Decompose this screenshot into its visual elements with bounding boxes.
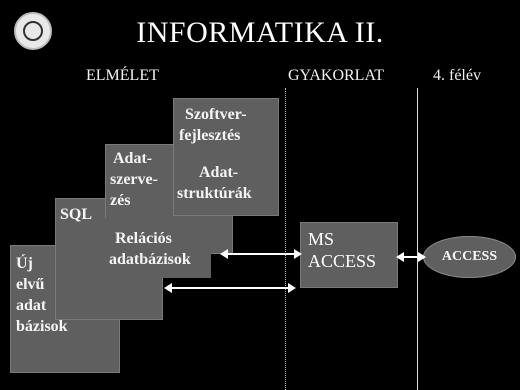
box-szoftverfejlesztes: Szoftver- fejlesztés Adat- struktúrák xyxy=(173,98,279,216)
box-uj-line-2: elvű xyxy=(16,276,45,293)
header-gyakorlat: GYAKORLAT xyxy=(288,67,384,84)
box-ms-line-2: ACCESS xyxy=(308,251,377,271)
box-adatszerv-line-2: szerve- xyxy=(110,171,158,188)
divider-solid xyxy=(417,88,418,390)
arrow-ms-access xyxy=(396,252,426,262)
access-ellipse: ACCESS xyxy=(423,236,516,278)
logo-icon xyxy=(14,12,52,50)
access-label: ACCESS xyxy=(441,249,498,264)
box-uj-line-1: Új xyxy=(16,255,33,272)
divider-dotted xyxy=(285,88,286,390)
box-relacios-adatbazisok: Relációs adatbázisok xyxy=(105,218,211,278)
box-adatszerv-line-1: Adat- xyxy=(113,150,153,167)
box-relaciok-line-2: adatbázisok xyxy=(109,251,191,268)
box-relaciok-line-1: Relációs xyxy=(115,230,172,247)
box-szoftver-line-1: Szoftver- xyxy=(185,106,247,123)
box-adatstrukt-line-1: Adat- xyxy=(199,164,239,181)
header-elmelet: ELMÉLET xyxy=(86,67,159,84)
box-adatszerv-line-3: zés xyxy=(110,192,131,209)
box-sql-label: SQL xyxy=(60,206,93,223)
box-szoftver-line-2: fejlesztés xyxy=(179,127,241,144)
box-ms-access: MS ACCESS xyxy=(300,222,398,288)
header-felev: 4. félév xyxy=(433,67,481,84)
slide-title: INFORMATIKA II. xyxy=(136,16,384,49)
box-uj-line-4: bázisok xyxy=(16,318,68,335)
box-adatstrukt-line-2: struktúrák xyxy=(177,185,252,202)
box-uj-line-3: adat xyxy=(16,297,47,314)
arrow-relaciok-ms xyxy=(220,249,302,259)
box-ms-line-1: MS xyxy=(308,229,335,249)
arrow-sql-ms xyxy=(164,283,296,293)
